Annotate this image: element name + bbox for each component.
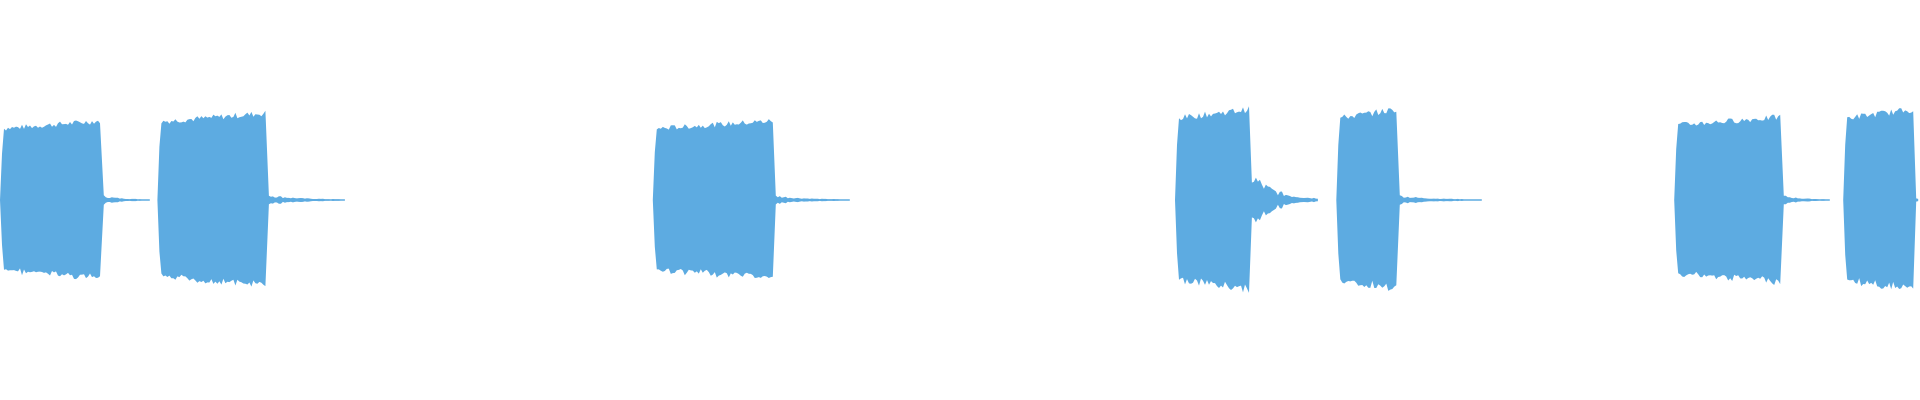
waveform-burst-7 [1843,108,1919,290]
waveform-burst-4 [1175,106,1318,293]
waveform-burst-6 [1674,114,1830,285]
waveform-burst-1 [0,120,150,280]
waveform-burst-5 [1336,108,1482,291]
waveform-burst-2 [157,110,345,287]
waveform-segments [0,106,1919,293]
waveform-burst-3 [652,119,850,278]
